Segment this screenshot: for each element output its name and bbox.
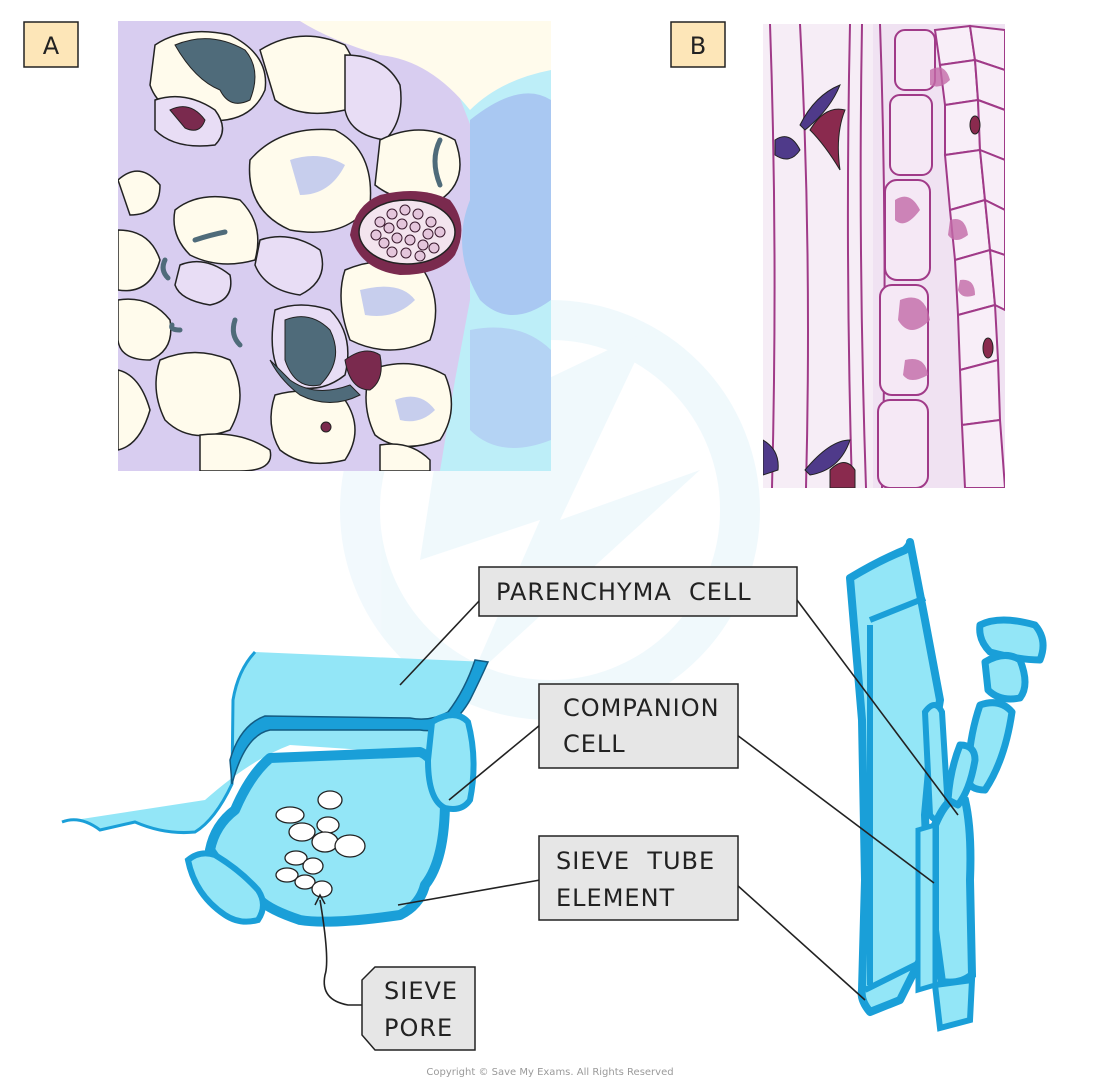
panel-a-tag-text: A xyxy=(43,32,60,60)
label-sieve-pore-line2: PORE xyxy=(384,1014,453,1042)
panel-a-micrograph xyxy=(118,21,551,471)
leader-lines xyxy=(319,599,959,1006)
panel-a-tag xyxy=(23,21,79,68)
panel-a-sieve-plate xyxy=(350,191,462,275)
companion-cell-shape xyxy=(424,712,477,812)
parenchyma-cell-shape xyxy=(62,652,488,833)
panel-b-tag xyxy=(670,21,726,68)
copyright-text: Copyright © Save My Exams. All Rights Re… xyxy=(426,1067,673,1078)
longitudinal-diagram xyxy=(846,538,1047,1032)
label-sieve-pore-line1: SIEVE xyxy=(384,977,458,1005)
label-sieve-tube-line2: ELEMENT xyxy=(556,884,675,912)
label-parenchyma-cell: PARENCHYMA CELL xyxy=(496,578,752,606)
sieve-pores xyxy=(275,790,366,898)
label-box-companion xyxy=(538,683,739,769)
sieve-pore-leader-arrow xyxy=(314,893,326,906)
label-box-sieve-pore xyxy=(361,966,476,1051)
panel-b-micrograph xyxy=(763,24,1005,488)
label-sieve-tube-line1: SIEVE TUBE xyxy=(556,847,715,875)
label-companion-line2: CELL xyxy=(563,730,626,758)
panel-b-tag-text: B xyxy=(690,32,706,60)
label-box-parenchyma xyxy=(478,566,798,617)
cross-section-diagram xyxy=(61,650,490,927)
long-sieve-tube-element xyxy=(931,793,977,987)
label-box-sieve-tube xyxy=(538,835,739,921)
label-companion-line1: COMPANION xyxy=(563,694,720,722)
